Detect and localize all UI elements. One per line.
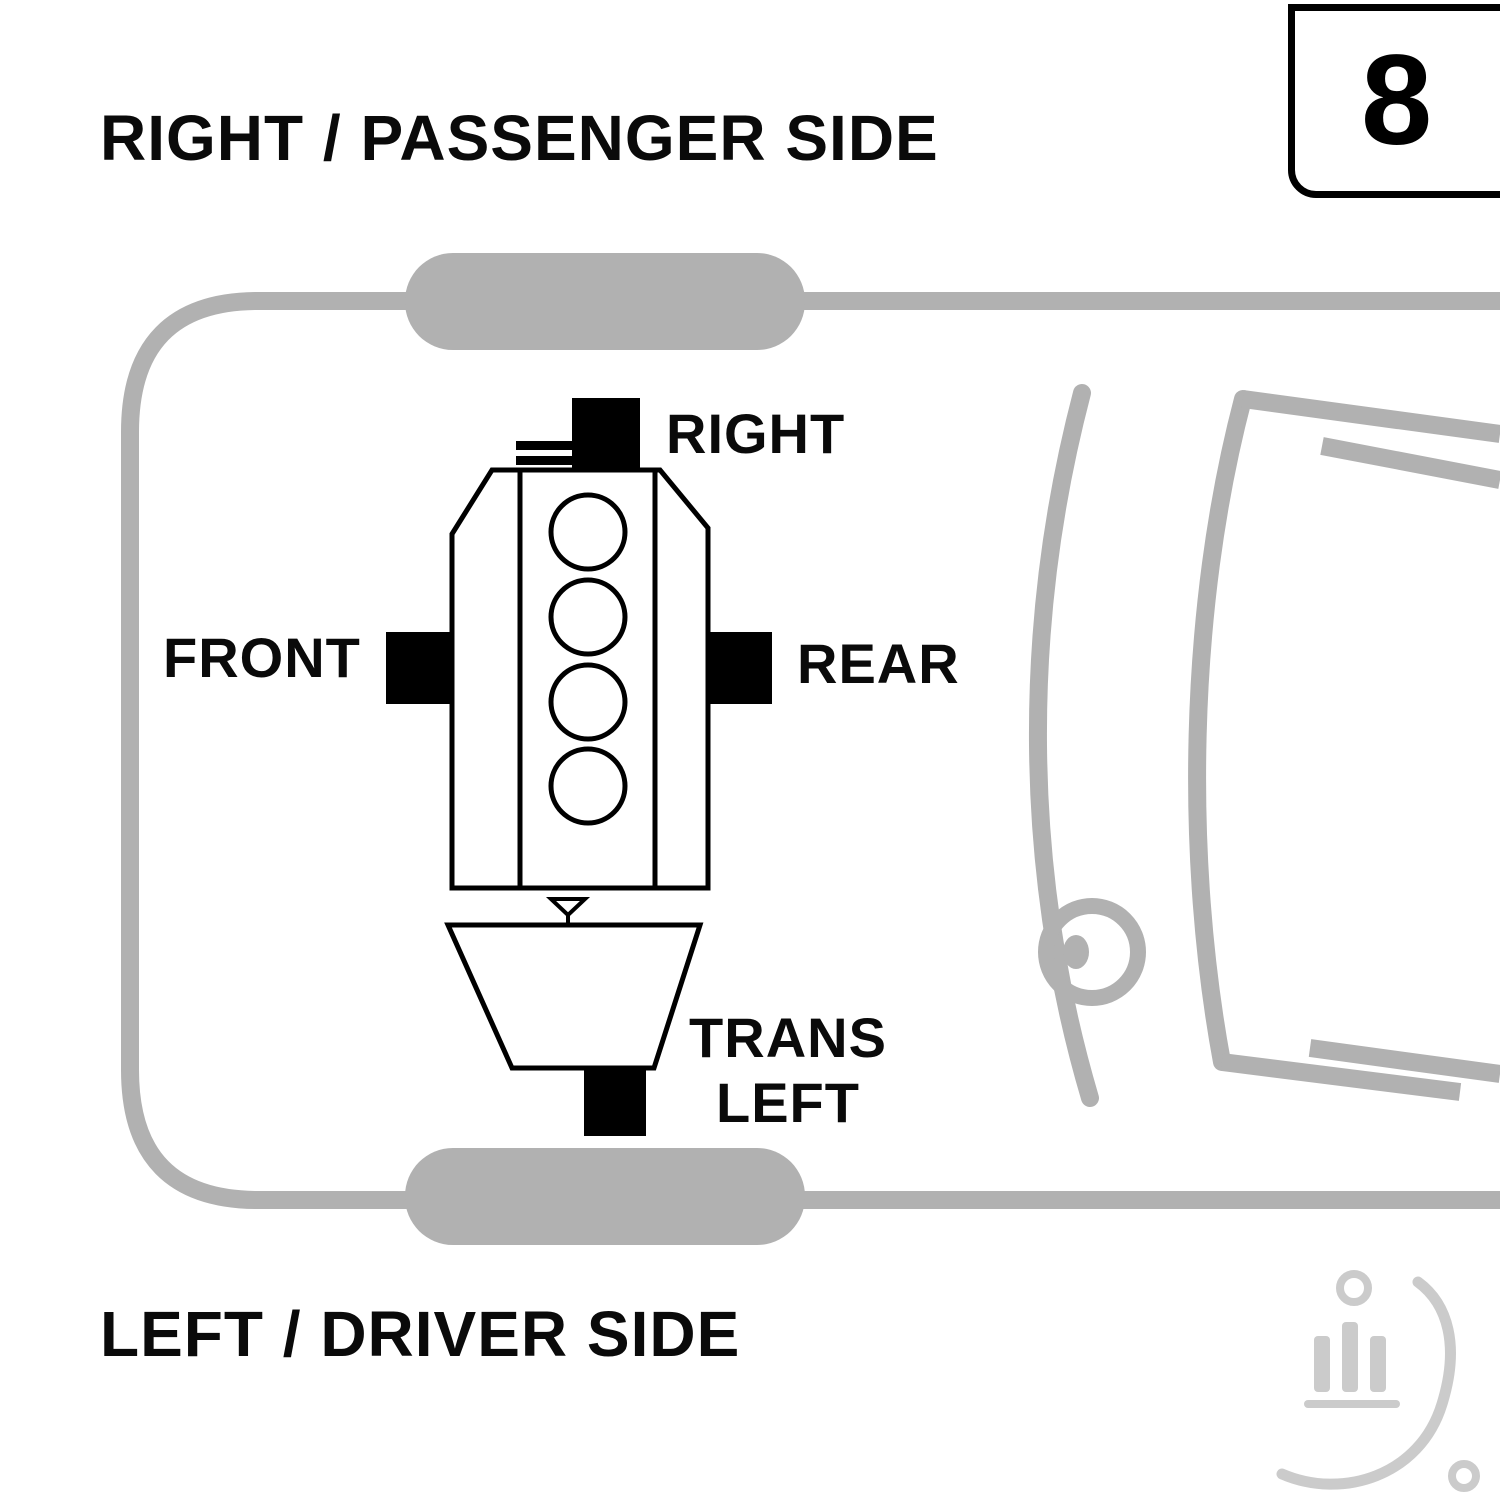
windshield-outer-arc — [1028, 384, 1099, 1107]
steering-wheel-hub — [1063, 935, 1089, 969]
engine-rear-mount — [708, 632, 772, 704]
mount-label-front: FRONT — [163, 626, 361, 689]
a-pillar-line-top-1 — [1241, 390, 1500, 443]
right-mount-pin-1 — [516, 441, 574, 450]
wheel-bottom — [405, 1148, 805, 1245]
mount-label-right: RIGHT — [666, 402, 846, 465]
mount-label-rear: REAR — [797, 632, 960, 695]
watermark-ring-icon — [1336, 1270, 1372, 1306]
wheel-top — [405, 253, 805, 350]
cylinder-3 — [548, 662, 628, 742]
engine-front-mount — [386, 632, 452, 704]
trans-label-line2: LEFT — [716, 1070, 860, 1134]
top-side-label: RIGHT / PASSENGER SIDE — [100, 102, 939, 174]
right-mount-pin-2 — [516, 456, 574, 465]
bottom-side-label: LEFT / DRIVER SIDE — [100, 1298, 741, 1370]
watermark-bar-1 — [1314, 1336, 1330, 1392]
trans-label-line1: TRANS — [689, 1006, 887, 1069]
cylinder-2 — [548, 577, 628, 657]
a-pillar-line-bottom-2 — [1308, 1039, 1500, 1083]
windshield-inner-arc — [1188, 390, 1252, 1071]
transmission — [444, 922, 704, 1071]
watermark-bar-3 — [1370, 1336, 1386, 1392]
car-body-outline — [121, 292, 1500, 1209]
watermark-hook-icon — [1448, 1460, 1480, 1492]
steering-wheel — [1038, 898, 1146, 1006]
trans-left-mount — [584, 1068, 646, 1136]
cylinder-1 — [548, 492, 628, 572]
a-pillar-line-bottom-1 — [1220, 1053, 1462, 1101]
mount-label-trans-left: TRANS LEFT — [688, 1006, 888, 1136]
page-number-box: 8 — [1288, 4, 1500, 198]
cylinder-4 — [548, 746, 628, 826]
brand-watermark — [1276, 1270, 1480, 1492]
page-number: 8 — [1361, 29, 1433, 172]
engine-right-mount — [572, 398, 640, 470]
funnel-symbol — [545, 897, 591, 925]
watermark-swoosh — [1276, 1276, 1456, 1490]
a-pillar-line-top-2 — [1320, 437, 1500, 489]
watermark-bar-2 — [1342, 1322, 1358, 1392]
